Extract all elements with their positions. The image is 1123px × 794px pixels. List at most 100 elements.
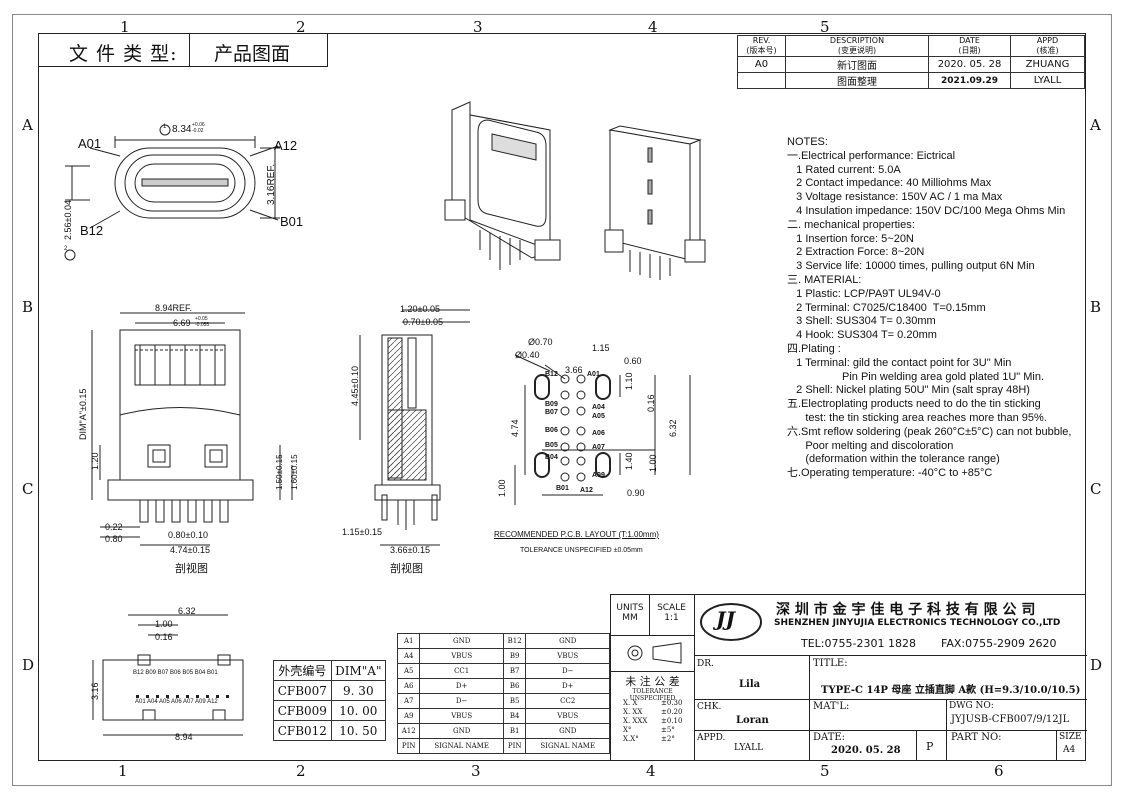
note-line: 1 Terminal: gild the contact point for 3… (787, 356, 1012, 369)
grid-row-d-left: D (22, 656, 35, 674)
grid-row-a-right: A (1090, 116, 1101, 134)
label-a01: A01 (78, 136, 102, 151)
notes-block: NOTES:一.Electrical performance: Eictrica… (787, 136, 1087, 481)
note-line: 3 Voltage resistance: 150V AC / 1 ma Max (787, 191, 1003, 204)
note-line: 二. mechanical properties: (787, 218, 915, 231)
grid-col-3-bottom: 3 (471, 762, 481, 780)
approved-by: LYALL (734, 743, 764, 753)
tolerance-row: X°±5° (623, 726, 675, 734)
pcb-layout (514, 354, 691, 505)
drawing-number: JYJUSB-CFB007/9/12JL (951, 714, 1070, 725)
note-line: 2 Shell: Nickel plating 50U" Min (salt s… (787, 384, 1030, 397)
note-line: 3 Shell: SUS304 T= 0.30mm (787, 315, 936, 328)
company-fax: FAX:0755-2909 2620 (941, 637, 1057, 650)
note-line: test: the tin sticking area reaches more… (787, 411, 1047, 424)
section-view (359, 309, 470, 546)
note-line: 六.Smt reflow soldering (peak 260°C±5°C) … (787, 425, 1072, 438)
grid-row-a-left: A (22, 116, 33, 134)
grid-col-1-bottom: 1 (118, 762, 128, 780)
note-line: 五.Electroplating products need to do the… (787, 398, 1041, 411)
side-dim-a: DIM"A"±0.15 (78, 388, 88, 440)
grid-col-5-top: 5 (820, 18, 830, 36)
pcb-tolerance: TOLERANCE UNSPECIFIED ±0.05mm (520, 547, 643, 554)
label-a12: A12 (274, 138, 298, 153)
note-line: 4 Hook: SUS304 T= 0.20mm (787, 329, 937, 342)
label-b01: B01 (280, 214, 304, 229)
side-view (91, 312, 293, 546)
grid-col-6-bottom: 6 (994, 762, 1004, 780)
note-line: 2 Contact impedance: 40 Milliohms Max (787, 177, 992, 190)
grid-col-4-bottom: 4 (646, 762, 656, 780)
grid-col-5-bottom: 5 (820, 762, 830, 780)
drawn-by: Lila (739, 679, 761, 690)
note-line: 三. MATERIAL: (787, 273, 862, 286)
side-ref-width: 8.94REF. (155, 303, 193, 313)
drawing-title: TYPE-C 14P 母座 立插直脚 A款 (H=9.3/10.0/10.5) (821, 685, 1081, 696)
side-caption: 剖视图 (175, 563, 208, 575)
note-line: 4 Insulation impedance: 150V DC/100 Mega… (787, 204, 1066, 217)
tolerance-row: X. XXX±0.10 (623, 717, 683, 725)
grid-col-1-top: 1 (120, 18, 130, 36)
label-b12: B12 (80, 223, 104, 238)
grid-row-b-right: B (1090, 298, 1102, 316)
projection-symbol (611, 635, 695, 672)
note-line: (deformation within the tolerance range) (787, 453, 1000, 466)
grid-row-c-left: C (22, 480, 34, 498)
pcb-caption: RECOMMENDED P.C.B. LAYOUT (T:1.00mm) (494, 530, 659, 539)
grid-row-d-right: D (1090, 656, 1103, 674)
note-line: 3 Service life: 10000 times, pulling out… (787, 260, 1035, 273)
note-line: Pin Pin welding area gold plated 1U" Min… (787, 370, 1045, 383)
file-type-box: 文 件 类 型: 产品图面 (38, 33, 328, 67)
note-line: 1 Rated current: 5.0A (787, 163, 901, 176)
bottom-view (92, 614, 244, 736)
tolerance-row: X.X°±2° (623, 735, 675, 743)
tolerance-row: X. X±0.30 (623, 699, 683, 707)
company-logo: JJ (696, 597, 766, 647)
front-view (64, 124, 280, 261)
drawing-frame (38, 33, 1086, 761)
company-name-cn: 深 圳 市 金 宇 佳 电 子 科 技 有 限 公 司 (776, 602, 1036, 618)
file-type-label: 文 件 类 型: (69, 43, 178, 65)
company-tel: TEL:0755-2301 1828 (801, 637, 916, 650)
section-caption: 剖视图 (390, 563, 423, 575)
note-line: 1 Plastic: LCP/PA9T UL94V-0 (787, 287, 941, 300)
tolerance-row: X. XX±0.20 (623, 708, 683, 716)
grid-col-2-top: 2 (296, 18, 306, 36)
grid-row-b-left: B (22, 298, 34, 316)
grid-row-c-right: C (1090, 480, 1102, 498)
note-line: 一.Electrical performance: Eictrical (787, 149, 956, 162)
front-dim-width: 8.34 (172, 124, 192, 135)
front-thickness: 2.56±0.04 (63, 200, 73, 240)
note-line: 2 Terminal: C7025/C18400 T=0.15mm (787, 301, 986, 314)
outer-border (12, 14, 1112, 786)
grid-col-4-top: 4 (648, 18, 658, 36)
note-line: 1 Insertion force: 5~20N (787, 232, 914, 245)
side-inner-width: 6.69 (173, 318, 191, 328)
note-line: 2 Extraction Force: 8~20N (787, 246, 925, 259)
grid-col-2-bottom: 2 (296, 762, 306, 780)
note-line: 七.Operating temperature: -40°C to +85°C (787, 467, 993, 480)
isometric-views (444, 101, 706, 280)
grid-col-3-top: 3 (473, 18, 483, 36)
file-type-value: 产品图面 (214, 43, 291, 65)
note-line: Poor melting and discoloration (787, 439, 954, 452)
checked-by: Loran (736, 715, 769, 726)
front-height-ref: 3.16REF. (266, 163, 277, 205)
notes-title: NOTES: (787, 136, 828, 148)
company-name-en: SHENZHEN JINYUJIA ELECTRONICS TECHNOLOGY… (774, 618, 1061, 628)
